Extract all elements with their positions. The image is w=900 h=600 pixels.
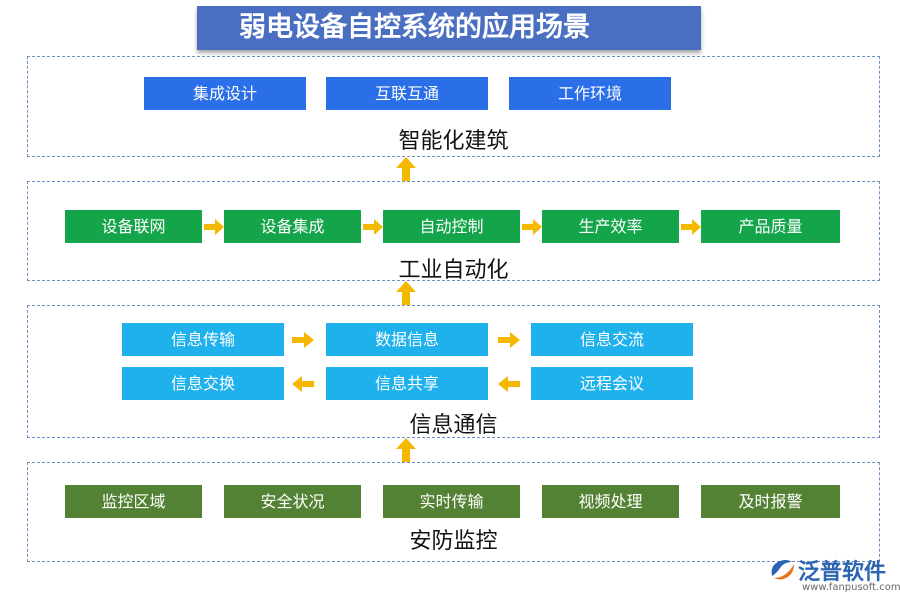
logo-icon [771, 560, 794, 580]
right-arrow-icon [681, 219, 701, 235]
box-monitor-area: 监控区域 [65, 485, 202, 518]
box-work-environment: 工作环境 [509, 77, 671, 110]
box-video-processing: 视频处理 [542, 485, 679, 518]
right-arrow-icon [292, 332, 314, 348]
section-label-info-communication: 信息通信 [409, 413, 498, 438]
fanpu-logo: 泛普软件 www.fanpusoft.com [768, 554, 900, 596]
page-title: 弱电设备自控系统的应用场景 [239, 12, 590, 43]
box-interconnection: 互联互通 [326, 77, 488, 110]
up-arrow-icon [396, 438, 416, 462]
box-auto-control: 自动控制 [383, 210, 520, 243]
box-realtime-transmission: 实时传输 [383, 485, 520, 518]
box-production-efficiency: 生产效率 [542, 210, 679, 243]
right-arrow-icon [363, 219, 383, 235]
box-remote-meeting: 远程会议 [531, 367, 693, 400]
box-info-swap: 信息交换 [122, 367, 284, 400]
box-info-exchange-flow: 信息交流 [531, 323, 693, 356]
section-smart-building: 集成设计 互联互通 工作环境 智能化建筑 [27, 56, 880, 157]
box-integrated-design: 集成设计 [144, 77, 306, 110]
box-info-sharing: 信息共享 [326, 367, 488, 400]
box-timely-alarm: 及时报警 [701, 485, 840, 518]
section-label-smart-building: 智能化建筑 [398, 129, 509, 154]
box-info-transmission: 信息传输 [122, 323, 284, 356]
section-label-industrial-automation: 工业自动化 [398, 258, 509, 283]
box-product-quality: 产品质量 [701, 210, 840, 243]
section-security-monitoring: 监控区域 安全状况 实时传输 视频处理 及时报警 安防监控 [27, 462, 880, 562]
up-arrow-icon [396, 281, 416, 305]
right-arrow-icon [498, 332, 520, 348]
logo-url: www.fanpusoft.com [802, 582, 900, 593]
logo-name: 泛普软件 [798, 560, 887, 585]
section-industrial-automation: 设备联网 设备集成 自动控制 生产效率 产品质量 工业自动化 [27, 181, 880, 283]
right-arrow-icon [204, 219, 224, 235]
box-safety-status: 安全状况 [224, 485, 361, 518]
title-banner: 弱电设备自控系统的应用场景 [197, 6, 701, 50]
right-arrow-icon [522, 219, 542, 235]
section-info-communication: 信息传输 数据信息 信息交流 信息交换 信息共享 远程会议 信息通信 [27, 305, 880, 438]
section-label-security-monitoring: 安防监控 [409, 529, 498, 554]
up-arrow-icon [396, 157, 416, 181]
box-device-integration: 设备集成 [224, 210, 361, 243]
box-device-networking: 设备联网 [65, 210, 202, 243]
box-data-info: 数据信息 [326, 323, 488, 356]
left-arrow-icon [498, 376, 520, 392]
left-arrow-icon [292, 376, 314, 392]
